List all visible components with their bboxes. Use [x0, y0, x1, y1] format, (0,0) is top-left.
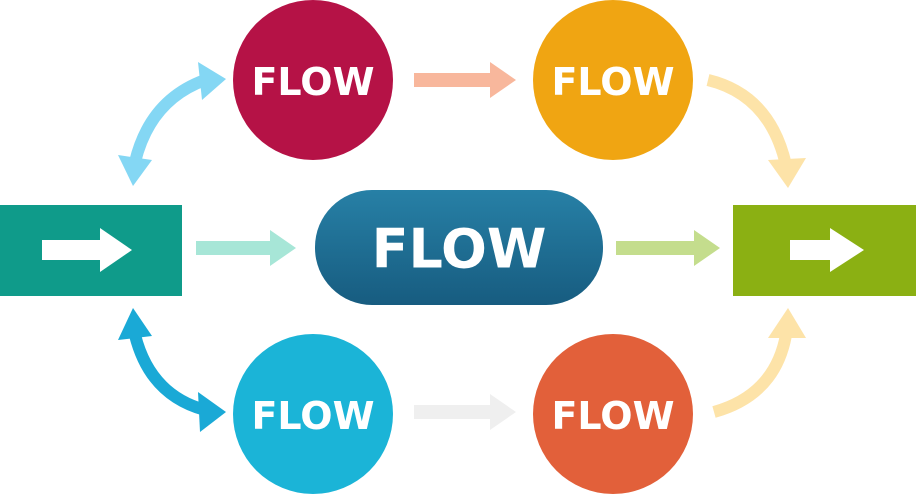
bottom-right-node-label: FLOW: [551, 394, 674, 438]
arrow-right-icon: [42, 228, 132, 272]
center-node-label: FLOW: [372, 218, 547, 281]
bottom-right-node: FLOW: [533, 334, 693, 494]
end-box: [733, 205, 916, 296]
arrow-bottom: [414, 394, 516, 430]
arrow-right-icon: [790, 228, 864, 272]
bottom-left-node-label: FLOW: [251, 394, 374, 438]
curved-arrow-top-left: [118, 62, 226, 186]
curved-arrow-bottom-right: [712, 308, 806, 418]
curved-arrow-bottom-left: [118, 308, 226, 432]
curved-arrow-top-right: [706, 74, 806, 188]
start-box: [0, 205, 182, 296]
center-node: FLOW: [315, 190, 603, 305]
top-right-node: FLOW: [533, 0, 693, 160]
bottom-left-node: FLOW: [233, 334, 393, 494]
arrow-center-to-end: [616, 230, 720, 266]
top-left-node: FLOW: [233, 0, 393, 160]
arrow-top: [414, 62, 516, 98]
arrow-start-to-center: [196, 230, 296, 266]
top-right-node-label: FLOW: [551, 60, 674, 104]
top-left-node-label: FLOW: [251, 60, 374, 104]
